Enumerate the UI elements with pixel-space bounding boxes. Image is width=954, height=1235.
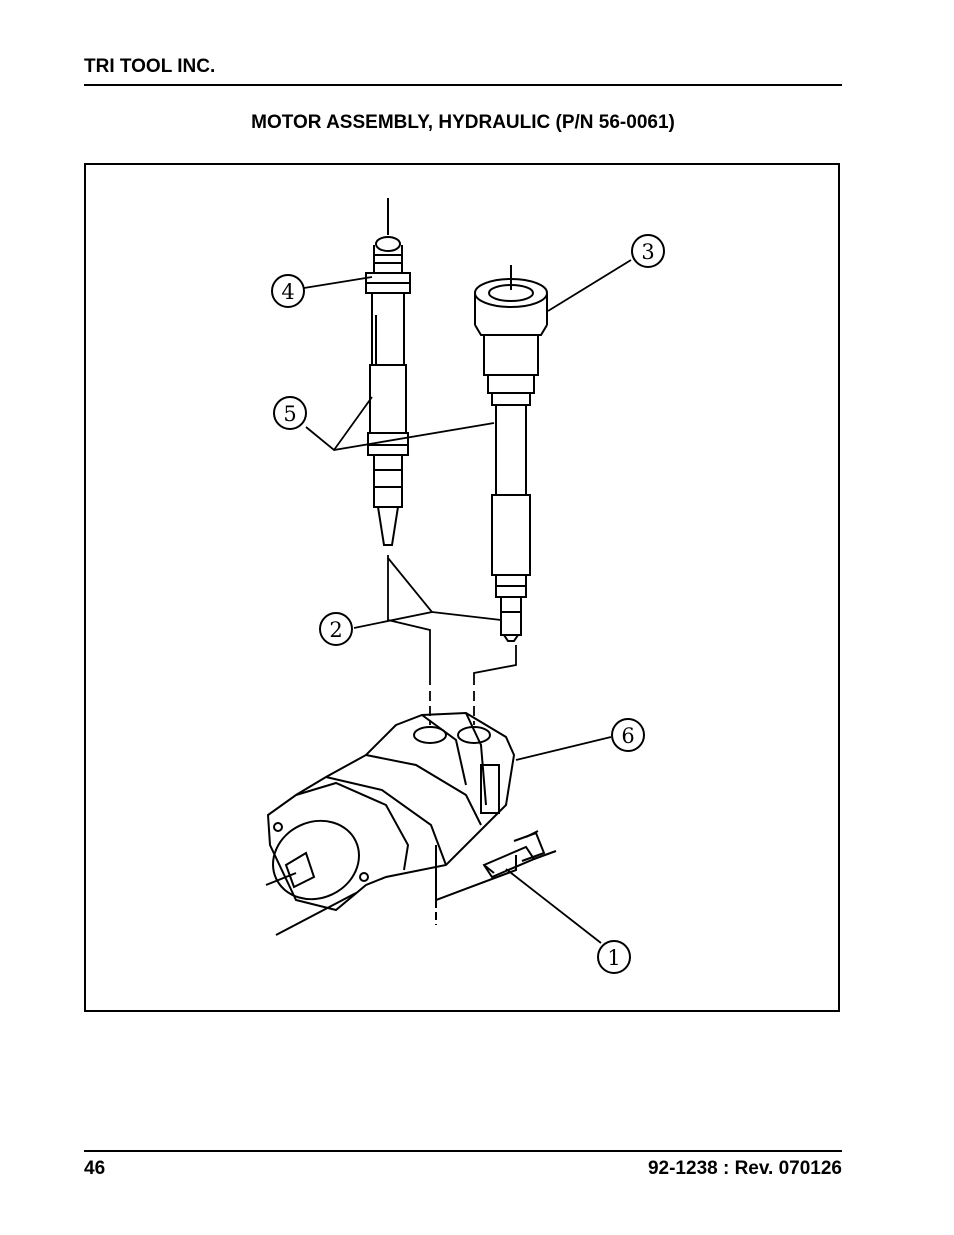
callout-1: 1 (597, 940, 631, 974)
callout-3: 3 (631, 234, 665, 268)
hydraulic-motor-diagram: 1 2 3 4 5 6 (265, 198, 665, 974)
page-title: MOTOR ASSEMBLY, HYDRAULIC (P/N 56-0061) (251, 112, 675, 133)
mounting-bolt (482, 830, 557, 879)
callout-5-label: 5 (283, 402, 296, 426)
left-hose-assembly (365, 198, 411, 546)
hydraulic-motor (265, 711, 517, 936)
document-revision: 92-1238 : Rev. 070126 (647, 1158, 842, 1179)
callout-1-label: 1 (607, 946, 620, 970)
callout-6-label: 6 (621, 724, 634, 748)
footer-rule (84, 1150, 842, 1152)
callout-2-label: 2 (329, 618, 342, 642)
page-number: 46 (84, 1158, 106, 1179)
header-rule (84, 84, 842, 86)
callout-3-label: 3 (641, 240, 654, 264)
callout-5: 5 (273, 396, 307, 430)
right-hose-assembly (474, 265, 548, 642)
callout-6: 6 (611, 718, 645, 752)
diagram-frame: 1 2 3 4 5 6 (84, 163, 840, 1012)
leader-lines (303, 259, 632, 944)
company-name: TRI TOOL INC. (84, 56, 216, 77)
callout-2: 2 (319, 612, 353, 646)
callout-4-label: 4 (281, 280, 294, 304)
callout-4: 4 (271, 274, 305, 308)
